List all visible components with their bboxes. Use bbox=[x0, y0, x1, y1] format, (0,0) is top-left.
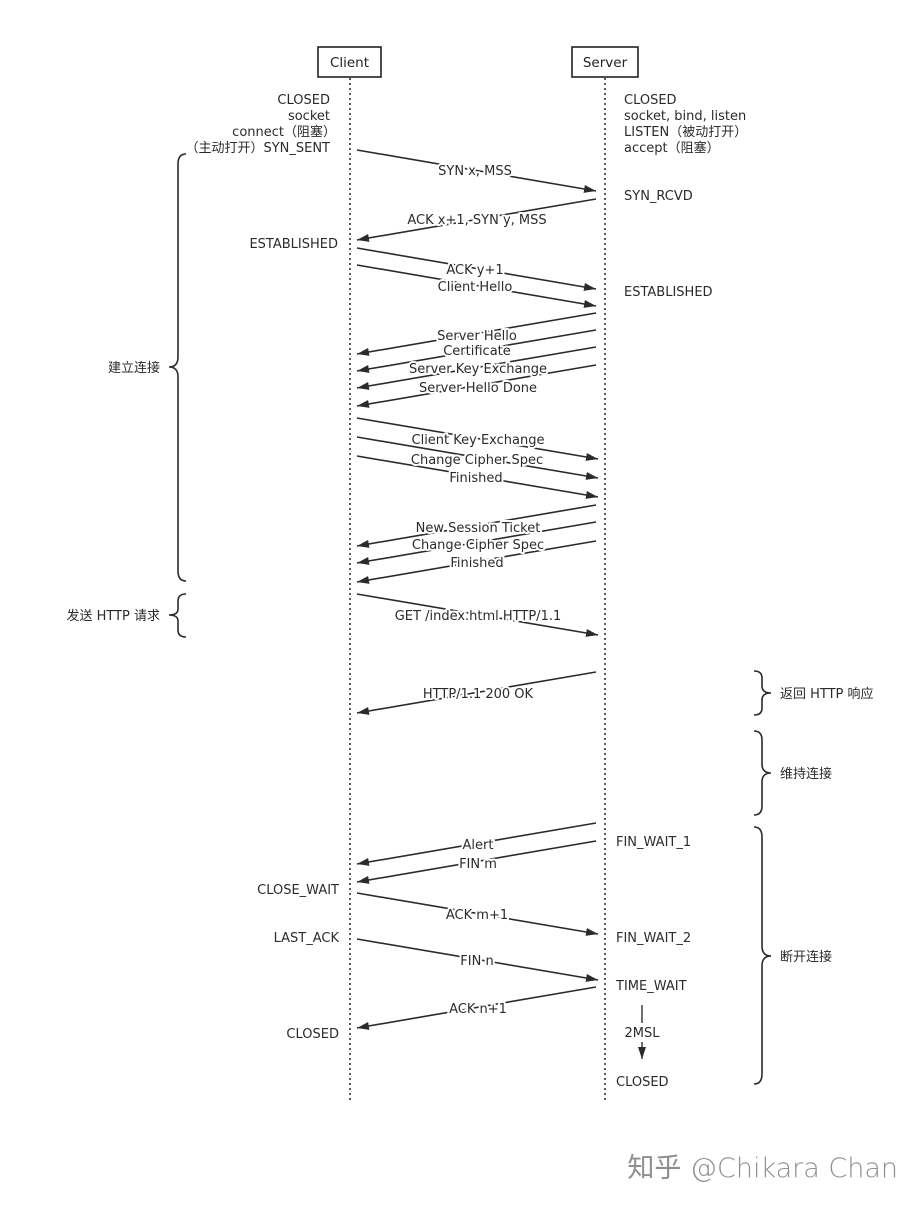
msg-server-hello: Server Hello bbox=[437, 329, 517, 344]
brace-disconnect bbox=[753, 826, 772, 1085]
client-state-closed: CLOSED bbox=[277, 93, 330, 108]
arrow-syn-ack bbox=[356, 198, 597, 242]
arrow-server-key-exchange bbox=[356, 346, 597, 390]
phase-braces-left bbox=[168, 153, 187, 638]
brace-establish bbox=[168, 153, 187, 582]
client-state-established: ESTABLISHED bbox=[249, 237, 338, 252]
msg-fin-n: FIN n bbox=[460, 954, 493, 969]
server-states: CLOSED socket, bind, listen LISTEN（被动打开）… bbox=[615, 93, 747, 1090]
arrow-http-200 bbox=[356, 671, 597, 715]
arrow-client-key-exchange bbox=[356, 417, 599, 461]
server-state-accept: accept（阻塞） bbox=[624, 140, 720, 156]
message-labels: SYN x, MSS ACK x+1, SYN y, MSS ACK y+1 C… bbox=[393, 162, 564, 1019]
msg-http-get: GET /index.html HTTP/1.1 bbox=[395, 609, 562, 624]
arrow-change-cipher-spec-client bbox=[356, 436, 599, 480]
server-state-fin-wait-1: FIN_WAIT_1 bbox=[616, 835, 691, 850]
arrow-http-get bbox=[356, 593, 599, 637]
phase-braces-right bbox=[753, 670, 772, 1085]
server-state-established: ESTABLISHED bbox=[624, 285, 713, 300]
server-state-closed: CLOSED bbox=[624, 93, 677, 108]
arrow-change-cipher-spec-server bbox=[356, 521, 597, 565]
msg-alert: Alert bbox=[463, 838, 494, 853]
arrow-syn bbox=[356, 149, 597, 193]
server-label: Server bbox=[583, 55, 628, 71]
brace-keep-alive bbox=[753, 730, 772, 816]
phase-disconnect-label: 断开连接 bbox=[780, 949, 832, 965]
brace-return-response bbox=[753, 670, 772, 716]
arrow-ack bbox=[356, 247, 597, 291]
server-state-2msl: 2MSL bbox=[625, 1026, 661, 1041]
client-box bbox=[317, 46, 382, 78]
brace-send-request bbox=[168, 593, 187, 638]
client-states: CLOSED socket connect（阻塞） （主动打开）SYN_SENT… bbox=[185, 93, 339, 1042]
phase-keep-alive-label: 维持连接 bbox=[780, 766, 832, 782]
arrow-new-session-ticket bbox=[356, 504, 597, 548]
arrow-fin-m bbox=[356, 840, 597, 884]
arrow-ack-m1 bbox=[356, 892, 599, 936]
arrow-client-hello bbox=[356, 264, 597, 308]
server-state-socket-bind-listen: socket, bind, listen bbox=[624, 109, 746, 124]
msg-finished-client: Finished bbox=[449, 471, 502, 486]
server-state-closed-final: CLOSED bbox=[616, 1075, 669, 1090]
arrow-certificate bbox=[356, 329, 597, 373]
msg-ack-m1: ACK m+1 bbox=[446, 908, 508, 923]
arrow-fin-n bbox=[356, 938, 599, 982]
server-box bbox=[571, 46, 639, 78]
client-state-syn-sent: （主动打开）SYN_SENT bbox=[185, 141, 330, 156]
msg-new-session-ticket: New Session Ticket bbox=[416, 521, 541, 536]
arrow-server-hello bbox=[356, 312, 597, 356]
server-state-fin-wait-2: FIN_WAIT_2 bbox=[616, 931, 691, 946]
client-participant: Client bbox=[317, 46, 382, 78]
msg-change-cipher-spec-client: Change Cipher Spec bbox=[411, 453, 543, 468]
msg-server-hello-done: Server Hello Done bbox=[419, 381, 537, 396]
msg-http-200: HTTP/1.1 200 OK bbox=[423, 687, 534, 702]
client-state-closed-final: CLOSED bbox=[286, 1027, 339, 1042]
client-state-last-ack: LAST_ACK bbox=[274, 931, 340, 946]
msg-syn-ack: ACK x+1, SYN y, MSS bbox=[407, 213, 546, 228]
msg-client-key-exchange: Client Key Exchange bbox=[412, 433, 545, 448]
server-state-syn-rcvd: SYN_RCVD bbox=[624, 189, 693, 204]
arrow-ack-n1 bbox=[356, 986, 597, 1030]
client-label: Client bbox=[330, 55, 369, 71]
phase-return-response-label: 返回 HTTP 响应 bbox=[780, 686, 874, 702]
watermark: 知乎 @Chikara Chan bbox=[627, 1153, 898, 1184]
msg-change-cipher-spec-server: Change Cipher Spec bbox=[412, 538, 544, 553]
msg-syn: SYN x, MSS bbox=[438, 164, 512, 179]
server-state-listen: LISTEN（被动打开） bbox=[624, 125, 747, 140]
message-arrows bbox=[356, 149, 599, 1030]
client-state-connect: connect（阻塞） bbox=[232, 124, 336, 140]
server-participant: Server bbox=[571, 46, 639, 78]
client-state-close-wait: CLOSE_WAIT bbox=[257, 883, 339, 898]
msg-finished-server: Finished bbox=[450, 556, 503, 571]
msg-client-hello: Client Hello bbox=[438, 280, 513, 295]
msg-ack: ACK y+1 bbox=[446, 263, 503, 278]
server-state-time-wait: TIME_WAIT bbox=[615, 979, 687, 994]
phase-send-request-label: 发送 HTTP 请求 bbox=[66, 608, 160, 624]
client-state-socket: socket bbox=[288, 109, 330, 124]
msg-ack-n1: ACK n+1 bbox=[449, 1002, 507, 1017]
arrow-alert bbox=[356, 822, 597, 866]
arrow-finished-client bbox=[356, 455, 599, 499]
msg-server-key-exchange: Server Key Exchange bbox=[409, 362, 547, 377]
arrow-finished-server bbox=[356, 540, 597, 584]
phase-establish-label: 建立连接 bbox=[108, 360, 160, 376]
arrow-server-hello-done bbox=[356, 364, 597, 408]
msg-certificate: Certificate bbox=[443, 344, 511, 359]
msg-fin-m: FIN m bbox=[459, 857, 497, 872]
